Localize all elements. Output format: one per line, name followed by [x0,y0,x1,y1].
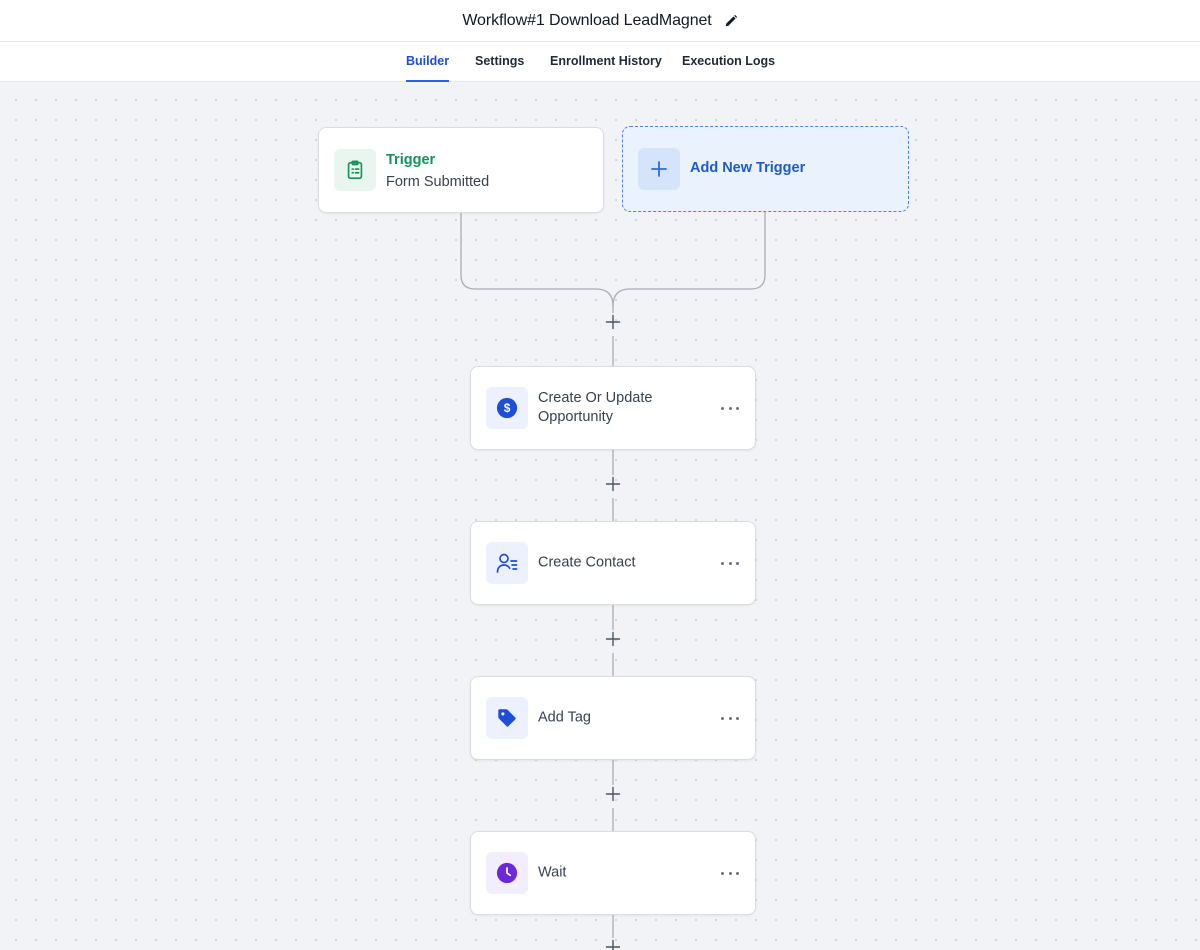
svg-text:$: $ [504,401,511,415]
action-label: Wait [538,864,567,881]
trigger-card[interactable]: Trigger Form Submitted [318,127,604,213]
add-step-plus-icon[interactable] [604,313,622,331]
connector-lines [460,212,766,938]
action-label: Create Contact [538,554,636,571]
more-options-icon[interactable] [721,403,739,413]
clock-icon [496,862,518,884]
add-trigger-label: Add New Trigger [690,160,806,176]
action-icon-box [486,697,528,739]
trigger-icon-box [334,149,376,191]
tab-execution-logs[interactable]: Execution Logs [682,54,776,68]
contact-list-icon [496,553,518,573]
workflow-canvas[interactable] [0,82,1200,950]
trigger-label: Trigger [386,152,436,168]
add-step-plus-icon[interactable] [604,938,622,950]
add-step-plus-icon[interactable] [604,630,622,648]
tab-settings[interactable]: Settings [475,54,525,68]
action-label: Create Or Update Opportunity [538,390,653,425]
add-step-plus-icon[interactable] [604,475,622,493]
workflow-title: Workflow#1 Download LeadMagnet [462,11,712,29]
action-card-create-or-update-opportunity[interactable]: $ Create Or Update Opportunity [470,366,756,450]
action-icon-box: $ [486,387,528,429]
tab-bar: Builder Settings Enrollment History Exec… [0,42,1200,82]
action-icon-box [486,852,528,894]
action-icon-box [486,542,528,584]
tag-icon [498,709,516,727]
action-label: Add Tag [538,709,591,726]
trigger-subtitle: Form Submitted [386,174,490,190]
action-card-create-contact[interactable]: Create Contact [470,521,756,605]
pencil-icon[interactable] [724,14,738,28]
action-card-wait[interactable]: Wait [470,831,756,915]
plus-icon [651,161,667,177]
add-new-trigger-button[interactable]: Add New Trigger [622,126,909,212]
more-options-icon[interactable] [721,713,739,723]
add-trigger-icon-box [638,148,680,190]
more-options-icon[interactable] [721,558,739,568]
dollar-circle-icon: $ [496,397,518,419]
tab-enrollment-history[interactable]: Enrollment History [550,54,662,68]
more-options-icon[interactable] [721,868,739,878]
workflow-title-bar: Workflow#1 Download LeadMagnet [0,0,1200,42]
action-card-add-tag[interactable]: Add Tag [470,676,756,760]
tab-builder[interactable]: Builder [406,42,450,82]
add-step-plus-icon[interactable] [604,785,622,803]
clipboard-list-icon [347,160,363,180]
